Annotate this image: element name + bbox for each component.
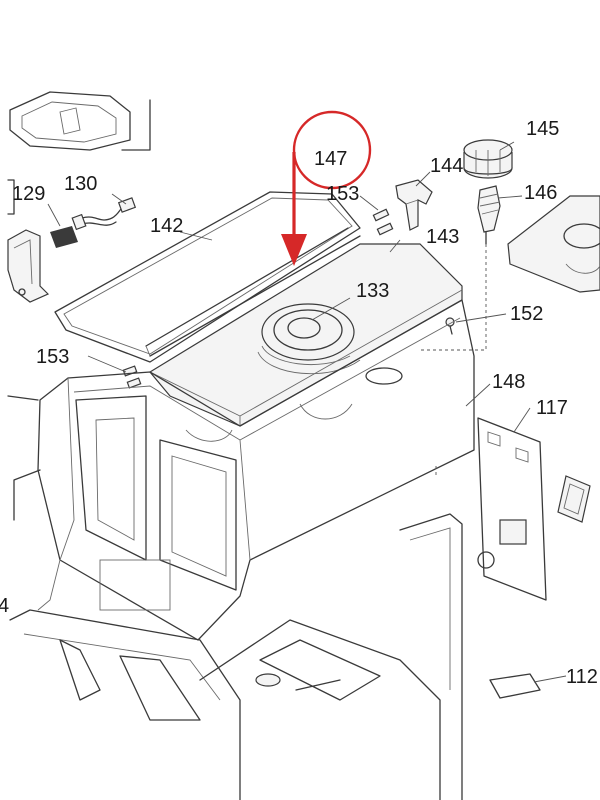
callout-146: 146 [524, 182, 557, 204]
part-lower-assembly [9, 513, 541, 800]
partial-frame-top-left [9, 91, 151, 151]
part-143-cover-plate [149, 243, 463, 427]
part-148-housing [7, 299, 475, 641]
callout-labels: 145 147 144 146 129 130 153 142 143 133 … [0, 118, 598, 688]
callout-143: 143 [426, 226, 459, 248]
callout-117: 117 [536, 397, 568, 419]
part-gasket-right [557, 475, 591, 523]
highlight-147 [281, 110, 372, 266]
callout-133: 133 [356, 280, 389, 302]
leader-lines [47, 141, 567, 683]
callout-142: 142 [150, 215, 183, 237]
part-117-board [477, 417, 547, 601]
part-144-latch [395, 179, 433, 231]
highlight-ring [292, 110, 372, 190]
part-152-screw [445, 317, 455, 335]
callout-148: 148 [492, 371, 525, 393]
callout-152: 152 [510, 303, 543, 325]
callout-153-left: 153 [36, 346, 69, 368]
part-146-valve [477, 185, 501, 245]
callout-153-top: 153 [326, 183, 359, 205]
part-153-pins-top [372, 208, 394, 236]
callout-112: 112 [566, 666, 598, 688]
part-153-pins-left [122, 365, 142, 389]
callout-147: 147 [314, 148, 347, 170]
callout-144: 144 [430, 155, 463, 177]
callout-129: 129 [12, 183, 45, 205]
part-side-plate-right [507, 195, 600, 293]
callout-4: 4 [0, 595, 9, 617]
highlight-arrow-head [281, 234, 307, 266]
part-142-lid [54, 191, 361, 363]
callout-145: 145 [526, 118, 559, 140]
part-129-bracket [7, 179, 50, 303]
part-145-knob [463, 139, 513, 179]
part-130-cable-card [50, 197, 137, 248]
callout-130: 130 [64, 173, 97, 195]
